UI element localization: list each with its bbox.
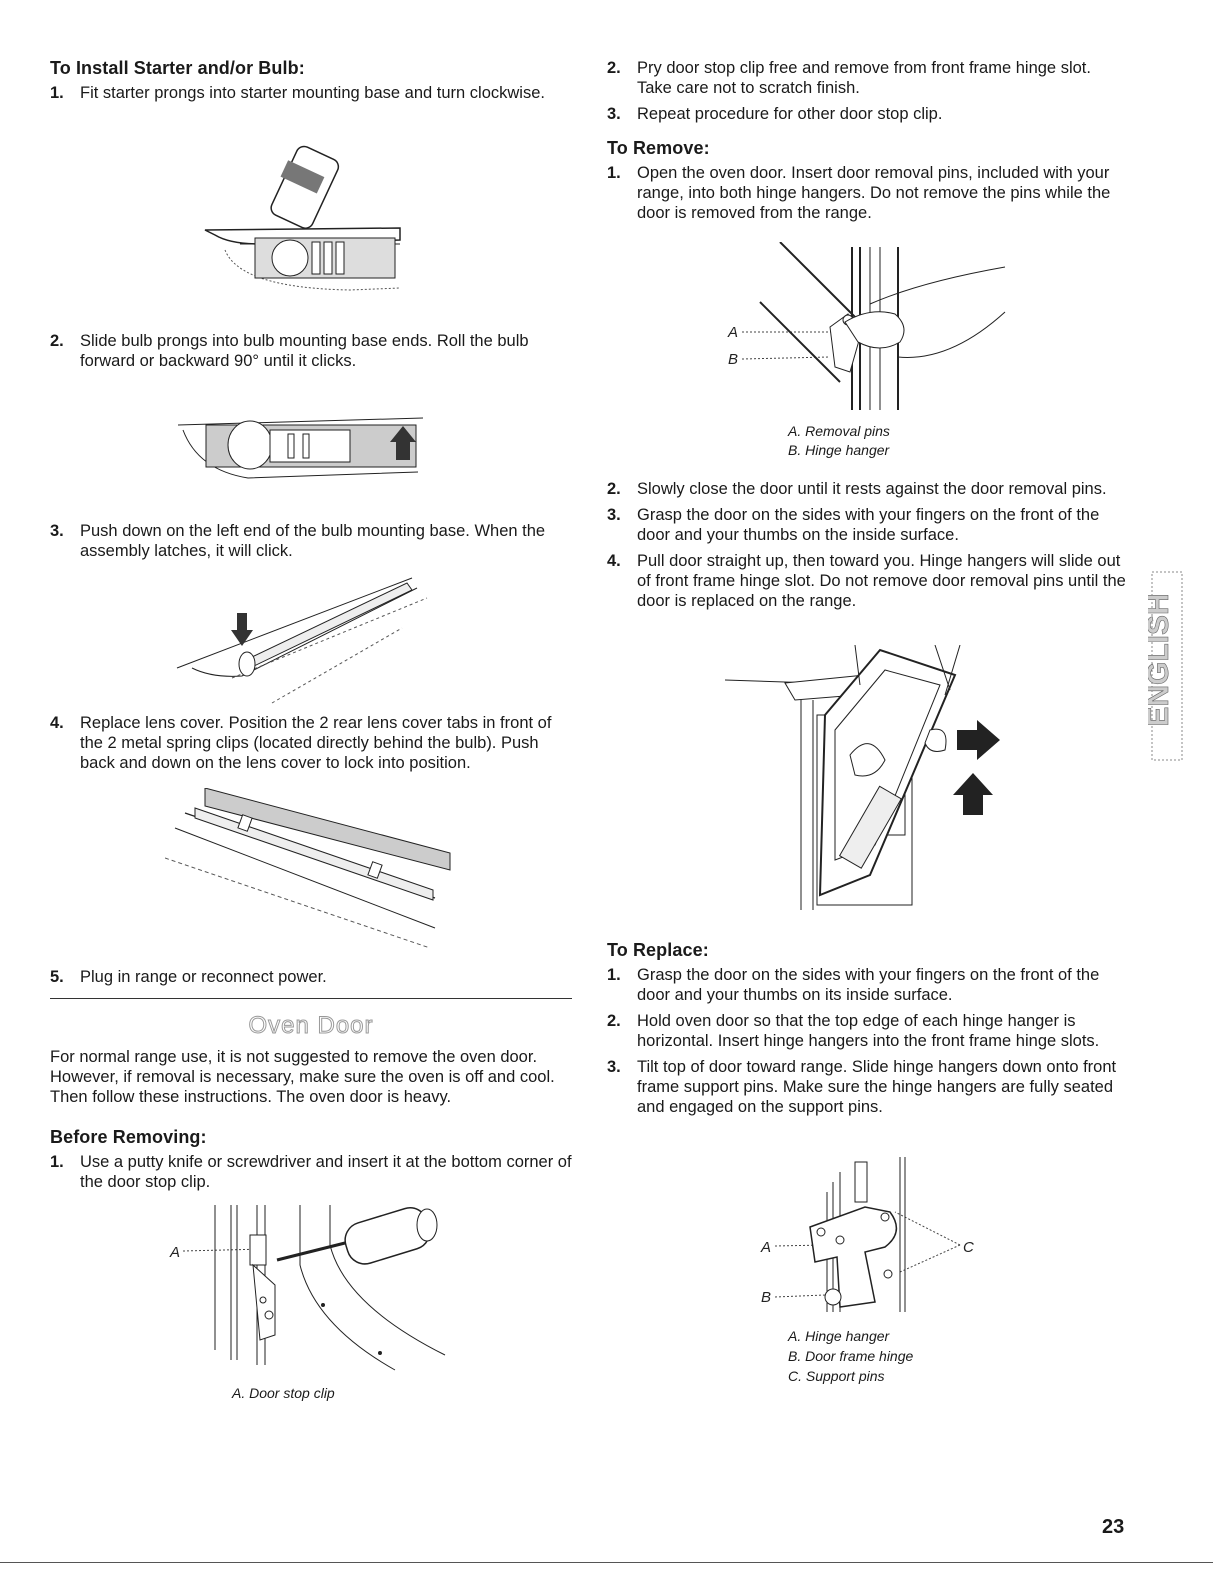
step-text: Push down on the left end of the bulb mo… [80, 522, 546, 560]
step-number: 3. [607, 105, 621, 123]
remove-step-2: 2. Slowly close the door until it rests … [607, 479, 1127, 499]
step-number: 3. [607, 1058, 621, 1076]
step-text: Plug in range or reconnect power. [80, 968, 327, 986]
step-text: Slide bulb prongs into bulb mounting bas… [80, 332, 529, 370]
replace-label-c: C [963, 1239, 974, 1256]
step-number: 3. [607, 506, 621, 524]
replace-heading: To Replace: [607, 940, 709, 960]
before-step-1: 1. Use a putty knife or screwdriver and … [50, 1152, 572, 1192]
left-column: To Install Starter and/or Bulb: 1. Fit s… [50, 58, 572, 109]
step-text: Hold oven door so that the top edge of e… [637, 1012, 1100, 1050]
step-text: Pull door straight up, then toward you. … [637, 552, 1126, 610]
remove-caption-b: B. Hinge hanger [788, 442, 890, 458]
before-step-2: 2. Pry door stop clip free and remove fr… [607, 58, 1127, 98]
step-number: 5. [50, 968, 64, 986]
replace-caption-b: B. Door frame hinge [788, 1348, 914, 1364]
step-number: 2. [607, 480, 621, 498]
install-step-3-wrap: 3. Push down on the left end of the bulb… [50, 521, 572, 567]
step-number: 1. [607, 966, 621, 984]
section-divider [50, 998, 572, 999]
remove-label-b: B [728, 351, 738, 368]
remove-step-4: 4. Pull door straight up, then toward yo… [607, 551, 1127, 611]
replace-label-b: B [761, 1289, 771, 1306]
side-tab-text: ENGLISH [1148, 593, 1175, 726]
step-number: 2. [50, 332, 64, 350]
starter-illustration [200, 140, 410, 300]
step-number: 1. [607, 164, 621, 182]
install-step-2-wrap: 2. Slide bulb prongs into bulb mounting … [50, 331, 572, 377]
install-heading: To Install Starter and/or Bulb: [50, 58, 305, 78]
step-number: 4. [607, 552, 621, 570]
remove-label-a: A [727, 324, 738, 341]
replace-caption-a: A. Hinge hanger [788, 1328, 890, 1344]
step-text: Use a putty knife or screwdriver and ins… [80, 1153, 572, 1191]
oven-door-intro: For normal range use, it is not suggeste… [50, 1048, 555, 1106]
install-step-2: 2. Slide bulb prongs into bulb mounting … [50, 331, 572, 371]
oven-door-section: For normal range use, it is not suggeste… [50, 1047, 572, 1198]
remove-step-1: 1. Open the oven door. Insert door remov… [607, 163, 1127, 223]
step-number: 2. [607, 59, 621, 77]
install-step-5: 5. Plug in range or reconnect power. [50, 967, 572, 987]
step-number: 4. [50, 714, 64, 732]
step-text: Grasp the door on the sides with your fi… [637, 506, 1100, 544]
hinge-replace-illustration: A B C [755, 1152, 985, 1317]
replace-caption-c: C. Support pins [788, 1368, 885, 1384]
step-text: Open the oven door. Insert door removal … [637, 164, 1111, 222]
replace-step-1: 1. Grasp the door on the sides with your… [607, 965, 1127, 1005]
remove-steps-b: 2. Slowly close the door until it rests … [607, 479, 1127, 617]
replace-section: To Replace: 1. Grasp the door on the sid… [607, 940, 1127, 1123]
page-number: 23 [1102, 1516, 1125, 1538]
replace-label-a: A [760, 1239, 771, 1256]
install-step-3: 3. Push down on the left end of the bulb… [50, 521, 572, 561]
install-step-4: 4. Replace lens cover. Position the 2 re… [50, 713, 572, 773]
door-stop-clip-illustration: A [165, 1205, 465, 1375]
step-text: Fit starter prongs into starter mounting… [80, 84, 545, 102]
remove-caption-a: A. Removal pins [788, 423, 890, 439]
step-text: Repeat procedure for other door stop cli… [637, 105, 943, 123]
step-text: Slowly close the door until it rests aga… [637, 480, 1107, 498]
step-text: Tilt top of door toward range. Slide hin… [637, 1058, 1117, 1116]
install-step-5-wrap: 5. Plug in range or reconnect power. [50, 967, 572, 993]
step-text: Pry door stop clip free and remove from … [637, 59, 1091, 97]
bottom-rule [0, 1562, 1213, 1563]
lens-cover-illustration [165, 788, 455, 958]
clip-label-a: A [169, 1244, 180, 1261]
language-side-tab: ENGLISH [1142, 570, 1186, 762]
remove-step-3: 3. Grasp the door on the sides with your… [607, 505, 1127, 545]
step-number: 3. [50, 522, 64, 540]
right-column: 2. Pry door stop clip free and remove fr… [607, 58, 1127, 229]
replace-step-2: 2. Hold oven door so that the top edge o… [607, 1011, 1127, 1051]
step-number: 2. [607, 1012, 621, 1030]
replace-step-3: 3. Tilt top of door toward range. Slide … [607, 1057, 1127, 1117]
before-removing-heading: Before Removing: [50, 1127, 207, 1147]
install-step-4-wrap: 4. Replace lens cover. Position the 2 re… [50, 713, 572, 779]
step-number: 1. [50, 1153, 64, 1171]
step-number: 1. [50, 84, 64, 102]
step-text: Grasp the door on the sides with your fi… [637, 966, 1100, 1004]
install-step-1: 1. Fit starter prongs into starter mount… [50, 83, 572, 103]
bulb-base-illustration [172, 568, 437, 708]
door-removal-illustration [725, 645, 1010, 915]
clip-caption: A. Door stop clip [232, 1385, 335, 1401]
step-text: Replace lens cover. Position the 2 rear … [80, 714, 552, 772]
removal-pins-illustration: A B [720, 242, 1020, 412]
oven-door-title: Oven Door [248, 1012, 374, 1040]
remove-heading: To Remove: [607, 138, 710, 158]
bulb-illustration [178, 400, 428, 490]
before-step-3: 3. Repeat procedure for other door stop … [607, 104, 1127, 124]
